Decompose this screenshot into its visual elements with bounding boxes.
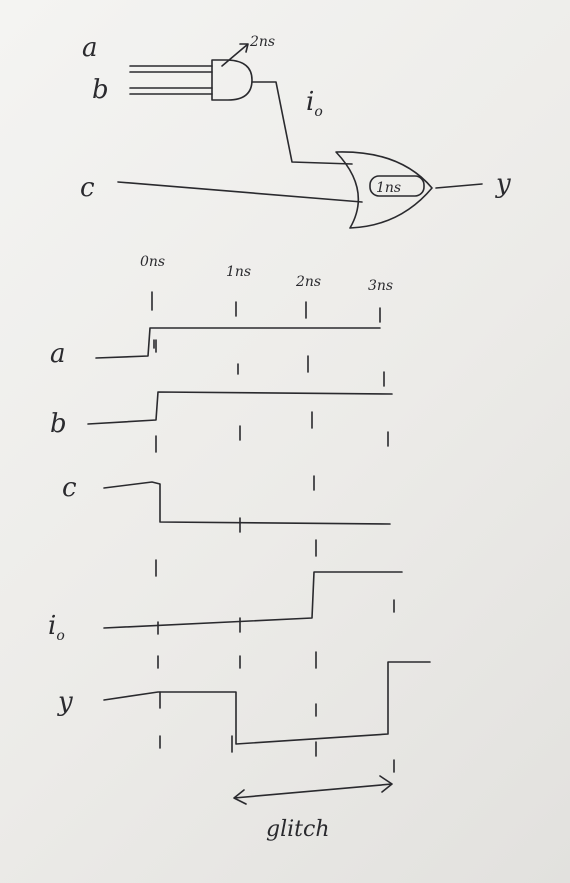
input-c-label: c [80,173,95,203]
waveform-i0-ticks [157,617,241,635]
circuit-schematic: a b c 2ns io 1ns y [80,33,511,229]
and-gate [211,59,253,101]
or-delay-box [369,175,425,197]
signal-y-label: y [57,687,73,717]
input-b-label: b [92,75,109,105]
time-ticks [151,291,395,773]
or-gate [335,151,433,229]
signal-a-label: a [50,339,66,369]
time-label-0: 0ns [140,254,165,270]
time-label-2: 2ns [295,274,321,290]
wire-c [117,181,363,203]
output-y-label: y [495,169,511,199]
waveform-a [95,327,381,359]
wire-i0 [251,81,353,165]
time-label-3: 3ns [368,278,393,294]
and-gate-delay: 2ns [249,34,275,50]
tick-column-0 [151,291,161,749]
signal-i0-label: io [48,611,65,644]
and-delay-arrow [221,43,249,67]
waveform-y [103,661,431,745]
wire-y [435,183,483,189]
waveform-i0 [103,571,403,629]
time-label-1: 1ns [226,264,251,280]
tick-column-2 [305,301,317,757]
waveform-y-ticks [159,691,233,753]
signal-b-label: b [50,409,67,439]
input-a-label: a [82,33,98,63]
waveform-c [103,481,391,525]
glitch-label: glitch [266,817,330,842]
waveform-b [87,391,393,425]
glitch-arrow [233,775,393,805]
tick-column-3 [379,307,395,773]
intermediate-label: io [306,87,323,120]
or-gate-delay: 1ns [376,180,401,196]
timing-diagram: 0ns 1ns 2ns 3ns a b c io y glitch [48,254,431,842]
tick-column-1 [235,301,241,669]
signal-c-label: c [62,473,77,503]
